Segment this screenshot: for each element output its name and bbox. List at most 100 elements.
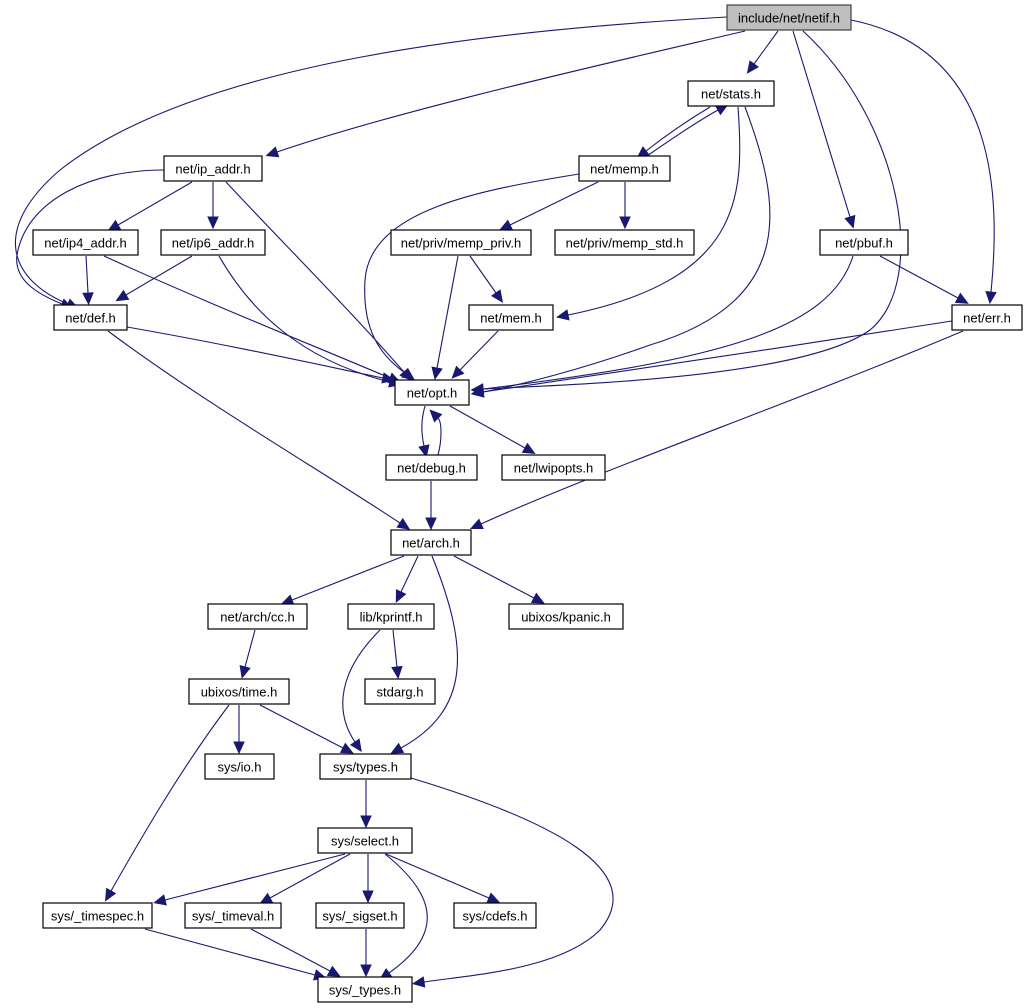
node-box[interactable] [319, 753, 412, 780]
edge-line [449, 405, 526, 449]
node-time[interactable]: ubixos/time.h [188, 678, 290, 705]
arrowhead-icon [499, 219, 513, 231]
node-box[interactable] [501, 454, 606, 481]
node-box[interactable] [207, 603, 308, 630]
node-box[interactable] [32, 229, 139, 256]
edge-select-to-timespec [153, 853, 346, 906]
node-box[interactable] [347, 603, 435, 630]
arrowhead-icon [233, 741, 245, 755]
node-stats[interactable]: net/stats.h [687, 80, 775, 107]
node-label[interactable]: sys/select.h [331, 834, 399, 849]
node-label[interactable]: net/ip4_addr.h [44, 236, 126, 251]
node-cc[interactable]: net/arch/cc.h [207, 603, 308, 630]
node-box[interactable] [394, 379, 470, 406]
node-opt[interactable]: net/opt.h [394, 379, 470, 406]
node-memp-std[interactable]: net/priv/memp_std.h [554, 229, 695, 256]
node-label[interactable]: net/def.h [65, 311, 116, 326]
node-label[interactable]: net/debug.h [397, 461, 466, 476]
node-box[interactable] [315, 902, 405, 929]
node-ip4-addr[interactable]: net/ip4_addr.h [32, 229, 139, 256]
node-box[interactable] [687, 80, 775, 107]
node-label[interactable]: net/ip_addr.h [175, 162, 250, 177]
node-label[interactable]: net/lwipopts.h [514, 461, 594, 476]
node-arch[interactable]: net/arch.h [390, 529, 472, 556]
node-label[interactable]: sys/_timeval.h [192, 909, 274, 924]
node-label[interactable]: sys/types.h [333, 760, 398, 775]
node-memp[interactable]: net/memp.h [578, 155, 671, 182]
edge-line [459, 330, 499, 371]
node-memp-priv[interactable]: net/priv/memp_priv.h [390, 229, 532, 256]
node-box[interactable] [453, 902, 537, 929]
arrowhead-icon [425, 517, 437, 531]
node-lwipopts[interactable]: net/lwipopts.h [501, 454, 606, 481]
node-box[interactable] [554, 229, 695, 256]
node-label[interactable]: net/stats.h [701, 87, 761, 102]
node-box[interactable] [317, 827, 413, 854]
node-box[interactable] [53, 304, 128, 331]
node-box[interactable] [204, 753, 275, 780]
node-cdefs[interactable]: sys/cdefs.h [453, 902, 537, 929]
node-label[interactable]: net/mem.h [480, 311, 541, 326]
node-box[interactable] [42, 902, 153, 929]
edge-types-to-select [360, 780, 372, 829]
arrowhead-icon [239, 665, 251, 679]
node-def[interactable]: net/def.h [53, 304, 128, 331]
node-label[interactable]: net/err.h [963, 311, 1011, 326]
node-label[interactable]: net/priv/memp_priv.h [401, 236, 521, 251]
node-box[interactable] [390, 529, 472, 556]
node-label[interactable]: include/net/netif.h [738, 11, 840, 26]
node-box[interactable] [188, 678, 290, 705]
node-stdarg[interactable]: stdarg.h [364, 678, 436, 705]
node-label[interactable]: sys/_timespec.h [51, 909, 144, 924]
node-types[interactable]: sys/types.h [319, 753, 412, 780]
node-timespec[interactable]: sys/_timespec.h [42, 902, 153, 929]
node-box[interactable] [364, 678, 436, 705]
node-label[interactable]: sys/cdefs.h [462, 909, 527, 924]
node-box[interactable] [819, 229, 909, 256]
edge-time-to-timespec [104, 704, 230, 902]
node-label[interactable]: net/ip6_addr.h [172, 236, 254, 251]
node-label[interactable]: net/pbuf.h [835, 236, 893, 251]
node-kpanic[interactable]: ubixos/kpanic.h [508, 603, 624, 630]
node-box[interactable] [578, 155, 671, 182]
node-kprintf[interactable]: lib/kprintf.h [347, 603, 435, 630]
node-box[interactable] [508, 603, 624, 630]
node-label[interactable]: net/priv/memp_std.h [566, 236, 684, 251]
node-types[interactable]: sys/_types.h [317, 976, 413, 1003]
node-label[interactable]: net/opt.h [407, 386, 458, 401]
node-box[interactable] [468, 304, 554, 331]
node-label[interactable]: sys/_types.h [329, 983, 401, 998]
node-label[interactable]: sys/_sigset.h [322, 909, 397, 924]
node-pbuf[interactable]: net/pbuf.h [819, 229, 909, 256]
node-mem[interactable]: net/mem.h [468, 304, 554, 331]
node-ip-addr[interactable]: net/ip_addr.h [163, 155, 263, 182]
edge-line [410, 777, 614, 983]
node-box[interactable] [317, 976, 413, 1003]
arrowhead-icon [469, 518, 484, 530]
node-box[interactable] [184, 902, 282, 929]
node-debug[interactable]: net/debug.h [385, 454, 478, 481]
node-label[interactable]: stdarg.h [377, 685, 424, 700]
node-err[interactable]: net/err.h [951, 304, 1023, 331]
node-box[interactable] [385, 454, 478, 481]
node-ip6-addr[interactable]: net/ip6_addr.h [160, 229, 266, 256]
node-label[interactable]: net/arch.h [402, 536, 460, 551]
arrowhead-icon [490, 289, 504, 303]
node-label[interactable]: net/memp.h [590, 162, 659, 177]
node-netif[interactable]: include/net/netif.h [726, 4, 852, 31]
node-io[interactable]: sys/io.h [204, 753, 275, 780]
node-select[interactable]: sys/select.h [317, 827, 413, 854]
node-label[interactable]: net/arch/cc.h [220, 610, 294, 625]
node-box[interactable] [951, 304, 1023, 331]
node-box[interactable] [160, 229, 266, 256]
node-box[interactable] [726, 4, 852, 31]
node-timeval[interactable]: sys/_timeval.h [184, 902, 282, 929]
node-box[interactable] [163, 155, 263, 182]
node-label[interactable]: ubixos/kpanic.h [521, 610, 611, 625]
node-label[interactable]: sys/io.h [217, 760, 261, 775]
node-label[interactable]: lib/kprintf.h [360, 610, 423, 625]
node-box[interactable] [390, 229, 532, 256]
node-label[interactable]: ubixos/time.h [201, 685, 278, 700]
node-sigset[interactable]: sys/_sigset.h [315, 902, 405, 929]
